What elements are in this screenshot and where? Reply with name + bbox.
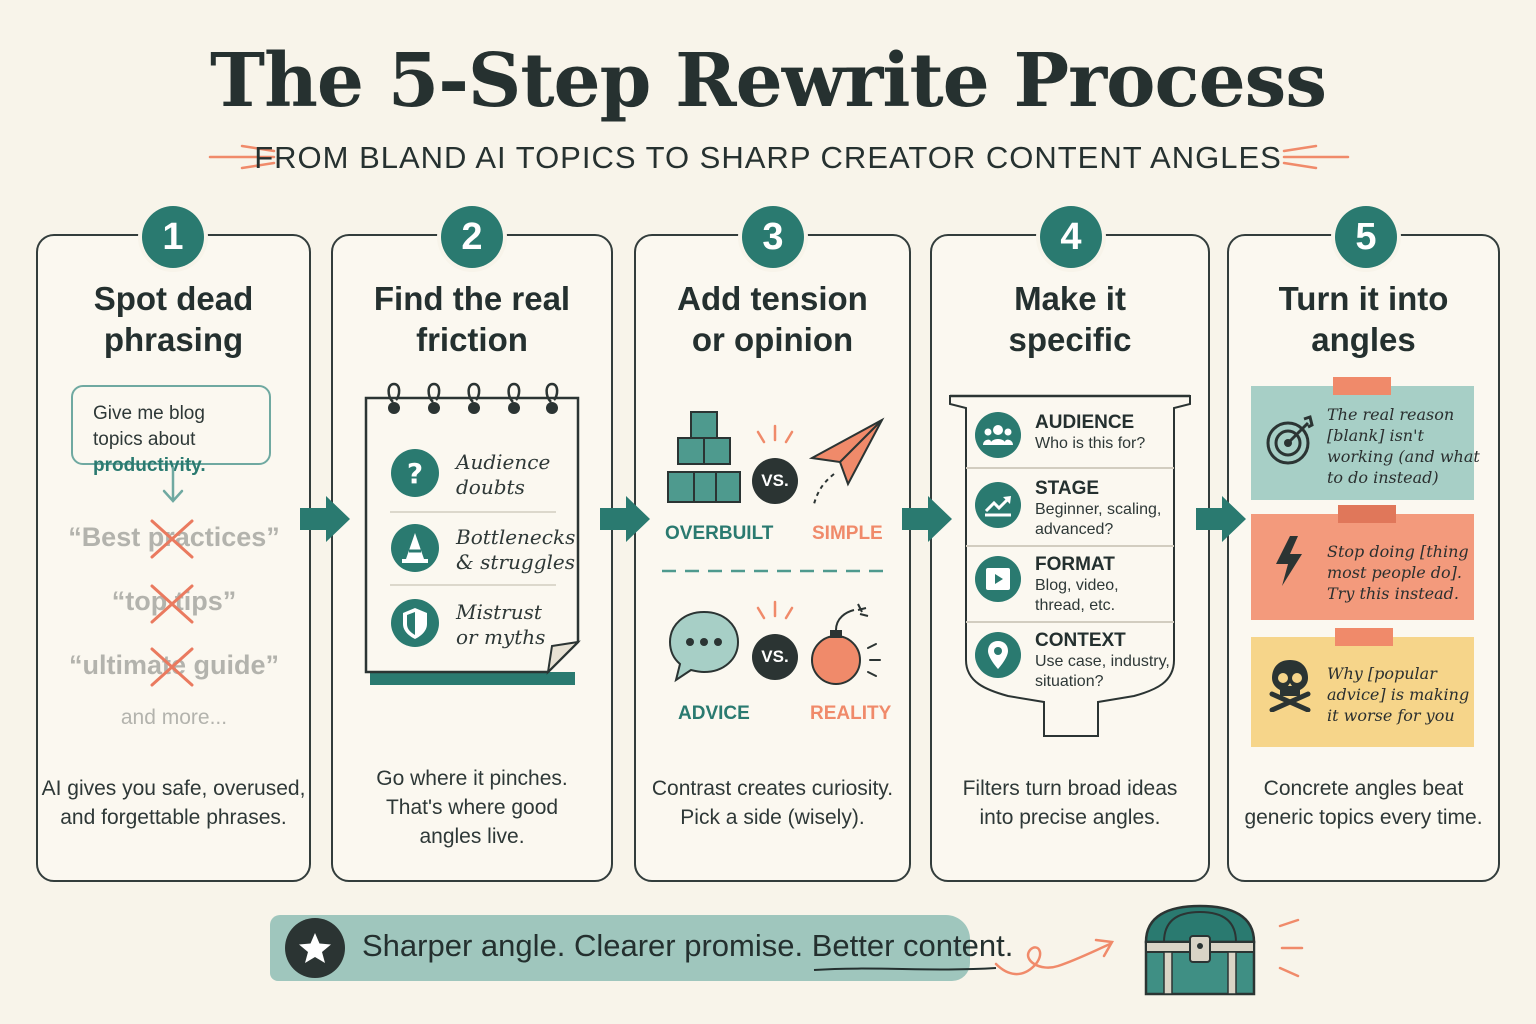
step-number-badge: 5 [1335,206,1397,268]
subtitle: FROM BLAND AI TOPICS TO SHARP CREATOR CO… [254,140,1282,175]
filter-label: CONTEXT [1035,630,1126,651]
tape [1338,505,1396,523]
target-icon [1266,415,1314,465]
step-number-badge: 2 [441,206,503,268]
cross-icon [150,519,194,559]
play-icon [975,556,1021,602]
right-arrow-icon [300,496,350,542]
traffic-cone-icon [391,524,439,572]
more-label: and more... [120,706,228,729]
tape [1335,628,1393,646]
filter-description: Who is this for? [1035,435,1146,452]
growth-chart-icon [975,482,1021,528]
summary-banner [270,915,970,981]
page-title: The 5-Step Rewrite Process [210,38,1327,124]
treasure-chest-icon [1144,904,1256,996]
filter-description: Beginner, scaling,advanced? [1035,501,1162,538]
squiggle-arrow-icon [994,938,1115,976]
tension-label-left: OVERBUILT [665,523,774,544]
down-arrow-icon [162,466,184,503]
svg-text:?: ? [407,457,423,490]
speech-bubble-icon [668,610,740,683]
vs-badge: VS. [752,458,798,504]
tape [1333,377,1391,395]
filter-label: STAGE [1035,478,1100,499]
lightning-icon [1276,536,1302,586]
shield-icon [391,599,439,647]
prompt-highlight: productivity. [93,455,206,476]
filter-label: FORMAT [1035,554,1115,575]
people-icon [975,412,1021,458]
right-arrow-icon [1196,496,1246,542]
skull-icon [1269,660,1311,712]
left-dash-decoration [208,144,276,170]
filter-description: Use case, industry,situation? [1035,653,1170,690]
location-pin-icon [975,632,1021,678]
right-arrow-icon [600,496,650,542]
paper-plane-icon [808,417,885,505]
cross-icon [150,647,194,687]
dashed-divider [662,569,886,573]
underline-stroke [813,967,996,971]
star-icon [285,918,345,978]
banner-emphasis: Better content. [812,928,1013,971]
sparkle-lines-icon [1278,918,1304,978]
filter-description: Blog, video,thread, etc. [1035,577,1119,614]
step-number-badge: 3 [742,206,804,268]
tension-label-right: REALITY [810,703,892,724]
cross-icon [150,584,194,624]
friction-item: Bottlenecks& struggles [456,525,576,574]
tension-label-right: SIMPLE [812,523,883,544]
prompt-text: Give me blog topics about [93,403,205,450]
step-number-badge: 1 [142,206,204,268]
filter-label: AUDIENCE [1035,412,1135,433]
banner-text: Sharper angle. Clearer promise. Better c… [362,928,1013,971]
bomb-icon [811,603,881,685]
chat-bubble-icon: Give me blog topics about productivity. [71,385,271,476]
question-icon: ? [391,449,439,497]
right-arrow-icon [902,496,952,542]
step-card-3 [634,234,911,882]
tension-spark-icon [756,600,794,620]
tension-spark-icon [756,424,794,444]
step-card-1 [36,234,311,882]
step-description: Contrast creates curiosity.Pick a side (… [651,777,894,829]
tension-label-left: ADVICE [678,703,750,724]
step-number-badge: 4 [1040,206,1102,268]
stacked-blocks-icon [667,411,741,503]
step-description: AI gives you safe, overused,and forgetta… [41,777,306,829]
vs-badge: VS. [752,634,798,680]
right-dash-decoration [1282,144,1350,170]
